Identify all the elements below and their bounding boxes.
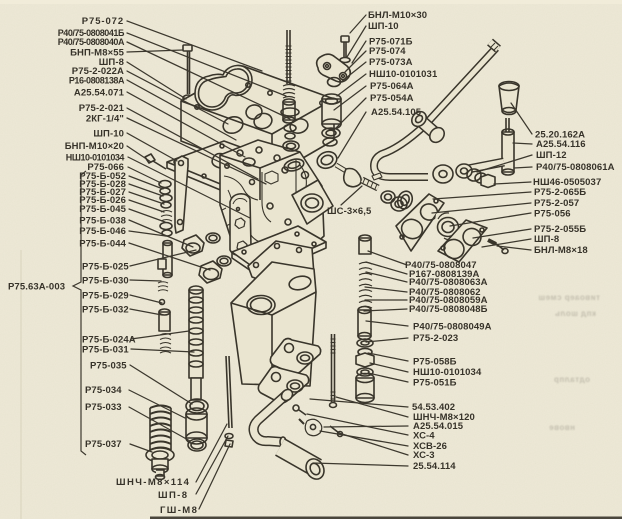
svg-text:Р75-Б-044: Р75-Б-044	[79, 239, 126, 250]
svg-text:Р75-Б-031: Р75-Б-031	[82, 345, 129, 356]
svg-text:ШП-8: ШП-8	[158, 490, 188, 501]
svg-text:Р167-0808139А: Р167-0808139А	[409, 269, 480, 280]
svg-text:Р40/75-0808049А: Р40/75-0808049А	[413, 322, 492, 333]
svg-text:Р75-074: Р75-074	[369, 46, 406, 57]
svg-text:ШНЧ-М8×114: ШНЧ-М8×114	[116, 477, 190, 488]
svg-text:БНЛ-М10×30: БНЛ-М10×30	[368, 10, 427, 21]
svg-text:Р75-037: Р75-037	[85, 439, 122, 450]
svg-text:Р75-051Б: Р75-051Б	[413, 378, 457, 389]
svg-text:Р16-0808138А: Р16-0808138А	[69, 76, 125, 86]
svg-text:Р40/75-0808059А: Р40/75-0808059А	[409, 295, 488, 306]
svg-text:БНЛ-М8×18: БНЛ-М8×18	[534, 245, 588, 256]
svg-text:БНП-М10×20: БНП-М10×20	[65, 141, 124, 152]
svg-text:Р75-035: Р75-035	[90, 361, 127, 372]
svg-text:Р40/75-0808063А: Р40/75-0808063А	[409, 277, 488, 288]
svg-text:Р40/75-0808062: Р40/75-0808062	[409, 287, 481, 298]
svg-text:одталпр: одталпр	[553, 375, 590, 384]
svg-text:НШ10-0101034: НШ10-0101034	[66, 153, 125, 163]
svg-text:Р75-Б-038: Р75-Б-038	[79, 216, 126, 227]
svg-text:Р75-Б-025: Р75-Б-025	[82, 262, 129, 273]
svg-text:Р75-066: Р75-066	[87, 162, 124, 173]
svg-text:Р75-2-021: Р75-2-021	[79, 103, 125, 114]
svg-text:ХСВ-26: ХСВ-26	[413, 441, 447, 452]
svg-text:2КГ-1/4": 2КГ-1/4"	[86, 114, 124, 125]
svg-text:25.54.114: 25.54.114	[413, 461, 456, 472]
svg-text:А25.54.071: А25.54.071	[74, 88, 125, 99]
svg-text:Р75-054А: Р75-054А	[370, 93, 414, 104]
svg-text:Р75-Б-028: Р75-Б-028	[79, 179, 126, 190]
svg-text:Р75-073А: Р75-073А	[369, 57, 413, 68]
svg-text:Р75-Б-029: Р75-Б-029	[82, 291, 129, 302]
svg-text:Р75-Б-027: Р75-Б-027	[79, 187, 126, 198]
svg-text:Р40/75-0808047: Р40/75-0808047	[405, 260, 477, 271]
svg-text:НШ10-0101031: НШ10-0101031	[369, 69, 438, 80]
svg-text:Р75-2-057: Р75-2-057	[534, 198, 579, 209]
svg-text:НШ10-0101034: НШ10-0101034	[413, 367, 482, 378]
svg-text:ХС-3: ХС-3	[413, 450, 435, 461]
svg-text:25.20.162А: 25.20.162А	[535, 130, 585, 141]
svg-text:ШП-12: ШП-12	[536, 150, 567, 161]
svg-text:тивоаер смеш: тивоаер смеш	[538, 293, 600, 302]
svg-text:Р75-072: Р75-072	[82, 16, 124, 27]
svg-text:Р75-056: Р75-056	[534, 209, 571, 220]
svg-text:ГШ-М8: ГШ-М8	[160, 505, 198, 516]
svg-text:А25.54.105: А25.54.105	[371, 107, 422, 118]
svg-text:Р75-Б-052: Р75-Б-052	[79, 171, 126, 182]
svg-text:Р75-Б-026: Р75-Б-026	[79, 195, 126, 206]
svg-text:ШП-8: ШП-8	[534, 234, 559, 245]
svg-text:БНП-М8×55: БНП-М8×55	[70, 48, 125, 59]
svg-text:А25.54.015: А25.54.015	[413, 421, 464, 432]
svg-text:Р75-2-022А: Р75-2-022А	[72, 66, 124, 77]
svg-text:54.53.402: 54.53.402	[412, 402, 455, 413]
svg-text:нвове: нвове	[549, 423, 575, 432]
svg-text:НШ46-0505037: НШ46-0505037	[533, 177, 601, 188]
svg-text:Р40/75-0808061А: Р40/75-0808061А	[536, 162, 615, 173]
svg-text:Р40/75-0808040А: Р40/75-0808040А	[58, 37, 125, 47]
svg-text:Р40/75-0808041Б: Р40/75-0808041Б	[58, 28, 125, 38]
svg-text:Р75-Б-032: Р75-Б-032	[82, 305, 129, 316]
svg-text:А25.54.116: А25.54.116	[536, 139, 586, 150]
svg-text:Р75-Б-024А: Р75-Б-024А	[82, 335, 136, 346]
svg-text:Р75-Б-030: Р75-Б-030	[82, 276, 129, 287]
svg-text:Р75-2-055Б: Р75-2-055Б	[534, 224, 586, 235]
svg-text:ШП-10: ШП-10	[368, 21, 399, 32]
svg-text:Р75-058Б: Р75-058Б	[413, 357, 457, 368]
svg-text:ХС-4: ХС-4	[413, 431, 435, 442]
svg-text:Р75-2-065Б: Р75-2-065Б	[534, 187, 586, 198]
svg-text:Р40/75-0808048Б: Р40/75-0808048Б	[409, 304, 488, 315]
svg-text:кпд шоль: кпд шоль	[555, 309, 597, 318]
svg-text:ШНЧ-М8×120: ШНЧ-М8×120	[413, 412, 475, 423]
svg-text:Р75-Б-045: Р75-Б-045	[79, 204, 126, 215]
svg-text:ШП-10: ШП-10	[93, 129, 124, 140]
svg-text:ШП-8: ШП-8	[99, 57, 124, 68]
svg-text:Р75-071Б: Р75-071Б	[369, 37, 413, 48]
svg-text:Р75-033: Р75-033	[85, 402, 122, 413]
svg-text:Р75-Б-046: Р75-Б-046	[79, 226, 126, 237]
svg-text:Р75-2-023: Р75-2-023	[413, 333, 458, 344]
svg-text:Р75-064А: Р75-064А	[370, 81, 414, 92]
svg-text:ШС-3×6,5: ШС-3×6,5	[327, 206, 372, 217]
svg-text:Р75.63А-003: Р75.63А-003	[8, 282, 65, 293]
svg-text:Р75-034: Р75-034	[85, 385, 122, 396]
